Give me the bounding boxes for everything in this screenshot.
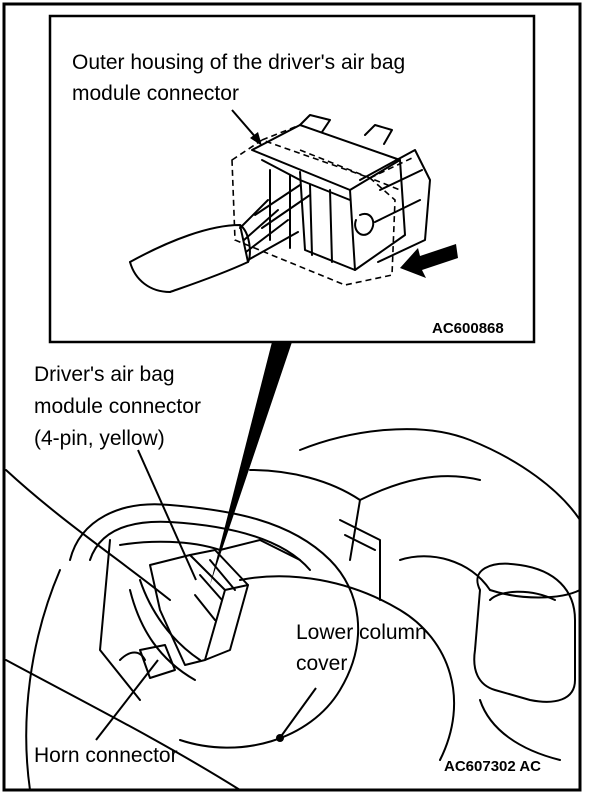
outer-housing-label-line1: Outer housing of the driver's air bag xyxy=(72,51,406,74)
inset-outer-housing-dashed xyxy=(231,124,413,286)
main-figure-code: AC607302 AC xyxy=(444,758,541,775)
zoom-callout-wedge xyxy=(210,342,292,585)
driver-connector-label-line3: (4-pin, yellow) xyxy=(34,427,165,450)
leader-driver-connector xyxy=(137,449,197,581)
inset-figure-code: AC600868 xyxy=(432,320,504,337)
lower-cover-dot xyxy=(276,734,284,742)
lower-cover-label-line1: Lower column xyxy=(296,621,427,644)
leader-horn-connector xyxy=(95,659,159,741)
leader-lower-cover xyxy=(281,687,317,736)
horn-connector-label: Horn connector xyxy=(34,744,178,767)
pull-direction-arrow xyxy=(400,244,458,278)
leader-arrowhead xyxy=(250,132,262,146)
inset-connector-drawing xyxy=(129,114,431,293)
leader-lines xyxy=(95,449,317,741)
driver-connector-label-line2: module connector xyxy=(34,395,201,418)
driver-connector-label-line1: Driver's air bag xyxy=(34,363,175,386)
inset-frame xyxy=(48,14,536,344)
steering-area-drawing xyxy=(5,428,581,791)
leader-outer-housing xyxy=(231,109,259,141)
lower-cover-label-line2: cover xyxy=(296,652,348,675)
outer-frame xyxy=(2,2,582,792)
outer-housing-label-line2: module connector xyxy=(72,82,239,105)
